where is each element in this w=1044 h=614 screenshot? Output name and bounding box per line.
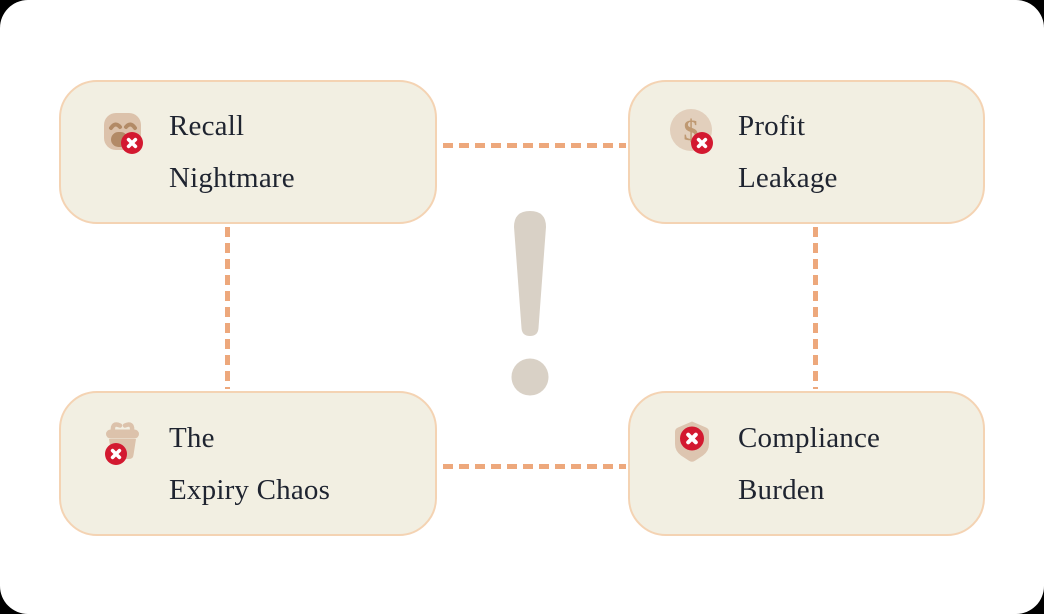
card-title: The Expiry Chaos [169, 412, 330, 516]
card-expiry-chaos: The Expiry Chaos [59, 391, 437, 536]
error-badge-icon [691, 132, 713, 154]
error-badge-icon [680, 426, 704, 451]
card-compliance-burden: Compliance Burden [628, 391, 985, 536]
connector-left-vertical [225, 227, 230, 389]
sad-face-icon [99, 107, 147, 155]
exclamation-mark-icon [511, 211, 549, 396]
card-title: Compliance Burden [738, 412, 880, 516]
card-title-line: Compliance [738, 421, 881, 454]
card-title-line: Nightmare [169, 162, 295, 194]
card-title-line: Leakage [738, 162, 838, 194]
connector-top-horizontal [443, 143, 626, 148]
connector-right-vertical [813, 227, 818, 389]
shield-icon [668, 418, 716, 466]
error-badge-icon [121, 132, 143, 154]
card-title-line: Expiry Chaos [169, 473, 331, 506]
card-title-line: Burden [738, 473, 825, 506]
card-title: Recall Nightmare [169, 100, 295, 204]
card-profit-leakage: $ Profit Leakage [628, 80, 985, 224]
card-title: Profit Leakage [738, 100, 838, 204]
card-title-line: Recall [169, 110, 245, 142]
card-title-line: The [169, 421, 215, 454]
card-title-line: Profit [738, 110, 806, 142]
card-recall-nightmare: Recall Nightmare [59, 80, 437, 224]
error-badge-icon [105, 443, 127, 465]
connector-bottom-horizontal [443, 464, 626, 469]
basket-icon [99, 418, 147, 466]
dollar-coin-icon: $ [668, 107, 716, 155]
